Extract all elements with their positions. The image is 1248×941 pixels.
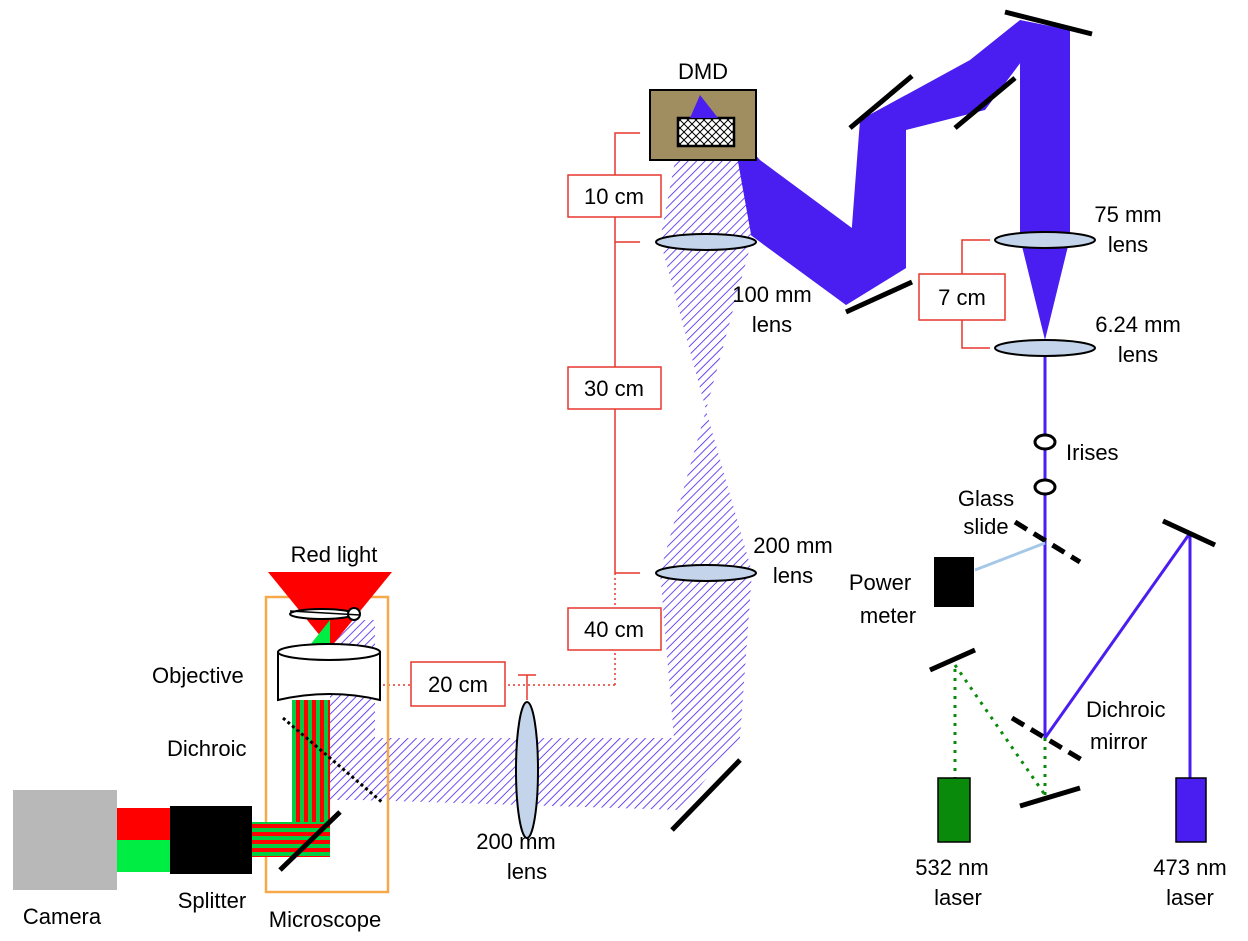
blue-beam-diagonal-upper xyxy=(860,20,1045,130)
blue-beam-focus-cone xyxy=(1020,238,1070,340)
mirror-microscope-bottom xyxy=(278,810,342,872)
lens-6-24mm xyxy=(994,339,1096,357)
hatched-beam-dmd-to-100 xyxy=(660,145,752,240)
distance-30cm: 30 cm xyxy=(584,376,644,401)
blue-beam-vertical-right xyxy=(1020,20,1070,238)
distance-20cm: 20 cm xyxy=(428,672,488,697)
label-red-light: Red light xyxy=(291,542,378,567)
distance-box-7cm xyxy=(918,273,1006,321)
iris-2 xyxy=(1033,478,1057,496)
blue-beam-vertical-left xyxy=(846,95,906,305)
green-fluorescence-cone xyxy=(310,620,330,645)
distance-box-10cm xyxy=(567,174,662,218)
label-624mm-lens-2: lens xyxy=(1118,342,1158,367)
lens-200mm-horizontal xyxy=(515,701,539,839)
label-473nm-laser-1: 473 nm xyxy=(1153,855,1226,880)
fish-sample xyxy=(289,607,361,621)
camera-green-channel xyxy=(117,840,170,872)
camera-red-channel xyxy=(117,808,170,840)
blue-beam-diagonal-to-dichroic xyxy=(1043,532,1192,739)
label-200mm-lens-bottom-1: 200 mm xyxy=(476,829,555,854)
label-objective: Objective xyxy=(152,663,244,688)
label-75mm-lens-1: 75 mm xyxy=(1094,202,1161,227)
distance-box-30cm xyxy=(567,366,662,410)
label-glass-slide-1: Glass xyxy=(958,486,1014,511)
power-meter xyxy=(934,557,974,607)
label-200mm-lens-top-2: lens xyxy=(773,563,813,588)
dichroic-microscope xyxy=(282,716,384,805)
label-532nm-laser-2: laser xyxy=(934,885,982,910)
hatched-beam-horizontal xyxy=(360,738,740,810)
label-200mm-lens-top-1: 200 mm xyxy=(753,533,832,558)
mirror-473-top xyxy=(1161,518,1217,548)
label-dichroic-mirror-1: Dichroic xyxy=(1086,697,1165,722)
objective-top xyxy=(277,643,381,661)
distance-box-20cm xyxy=(410,661,506,707)
red-green-beam-horizontal xyxy=(252,822,330,857)
lens-100mm xyxy=(655,233,757,251)
mirror-green-bottom xyxy=(1019,785,1081,809)
label-power-meter-2: meter xyxy=(860,603,916,628)
mirror-blue-2 xyxy=(953,76,1017,130)
distance-40cm: 40 cm xyxy=(584,617,644,642)
label-microscope: Microscope xyxy=(269,907,381,932)
iris-1 xyxy=(1033,433,1057,451)
mirror-blue-4 xyxy=(844,279,914,315)
label-200mm-lens-bottom-2: lens xyxy=(507,859,547,884)
laser-532 xyxy=(937,777,971,843)
hatched-beam-100-to-focus xyxy=(660,240,752,410)
label-glass-slide-2: slide xyxy=(963,514,1008,539)
dichroic-mirror-right xyxy=(1010,715,1084,763)
dmd-incoming-beam xyxy=(690,95,718,118)
label-532nm-laser-1: 532 nm xyxy=(915,855,988,880)
label-dichroic: Dichroic xyxy=(167,736,246,761)
laser-473 xyxy=(1175,777,1207,843)
mirror-green-top xyxy=(928,647,977,673)
label-473nm-laser-2: laser xyxy=(1166,885,1214,910)
label-dmd: DMD xyxy=(678,59,728,84)
power-meter-beam xyxy=(974,541,1046,572)
dmd-chip xyxy=(676,116,736,148)
mirror-blue-3 xyxy=(1004,9,1093,37)
label-power-meter-1: Power xyxy=(849,570,911,595)
label-100mm-lens-1: 100 mm xyxy=(732,282,811,307)
label-irises: Irises xyxy=(1066,440,1119,465)
splitter xyxy=(170,806,252,874)
distance-box-40cm xyxy=(567,607,662,651)
glass-slide xyxy=(1013,519,1082,565)
label-splitter: Splitter xyxy=(178,888,246,913)
distance-10cm: 10 cm xyxy=(584,184,644,209)
label-75mm-lens-2: lens xyxy=(1108,232,1148,257)
label-dichroic-mirror-2: mirror xyxy=(1090,729,1147,754)
mirror-blue-1 xyxy=(848,74,914,130)
mirror-bottom-turn xyxy=(670,758,742,832)
distance-7cm: 7 cm xyxy=(938,285,986,310)
label-camera: Camera xyxy=(23,904,102,929)
lens-200mm-vertical xyxy=(655,564,757,582)
lens-75mm xyxy=(994,231,1096,249)
hatched-beam-focus-to-200 xyxy=(660,410,752,572)
camera xyxy=(13,790,117,890)
red-green-beam-vertical xyxy=(292,700,330,822)
label-100mm-lens-2: lens xyxy=(752,312,792,337)
label-624mm-lens-1: 6.24 mm xyxy=(1095,312,1181,337)
